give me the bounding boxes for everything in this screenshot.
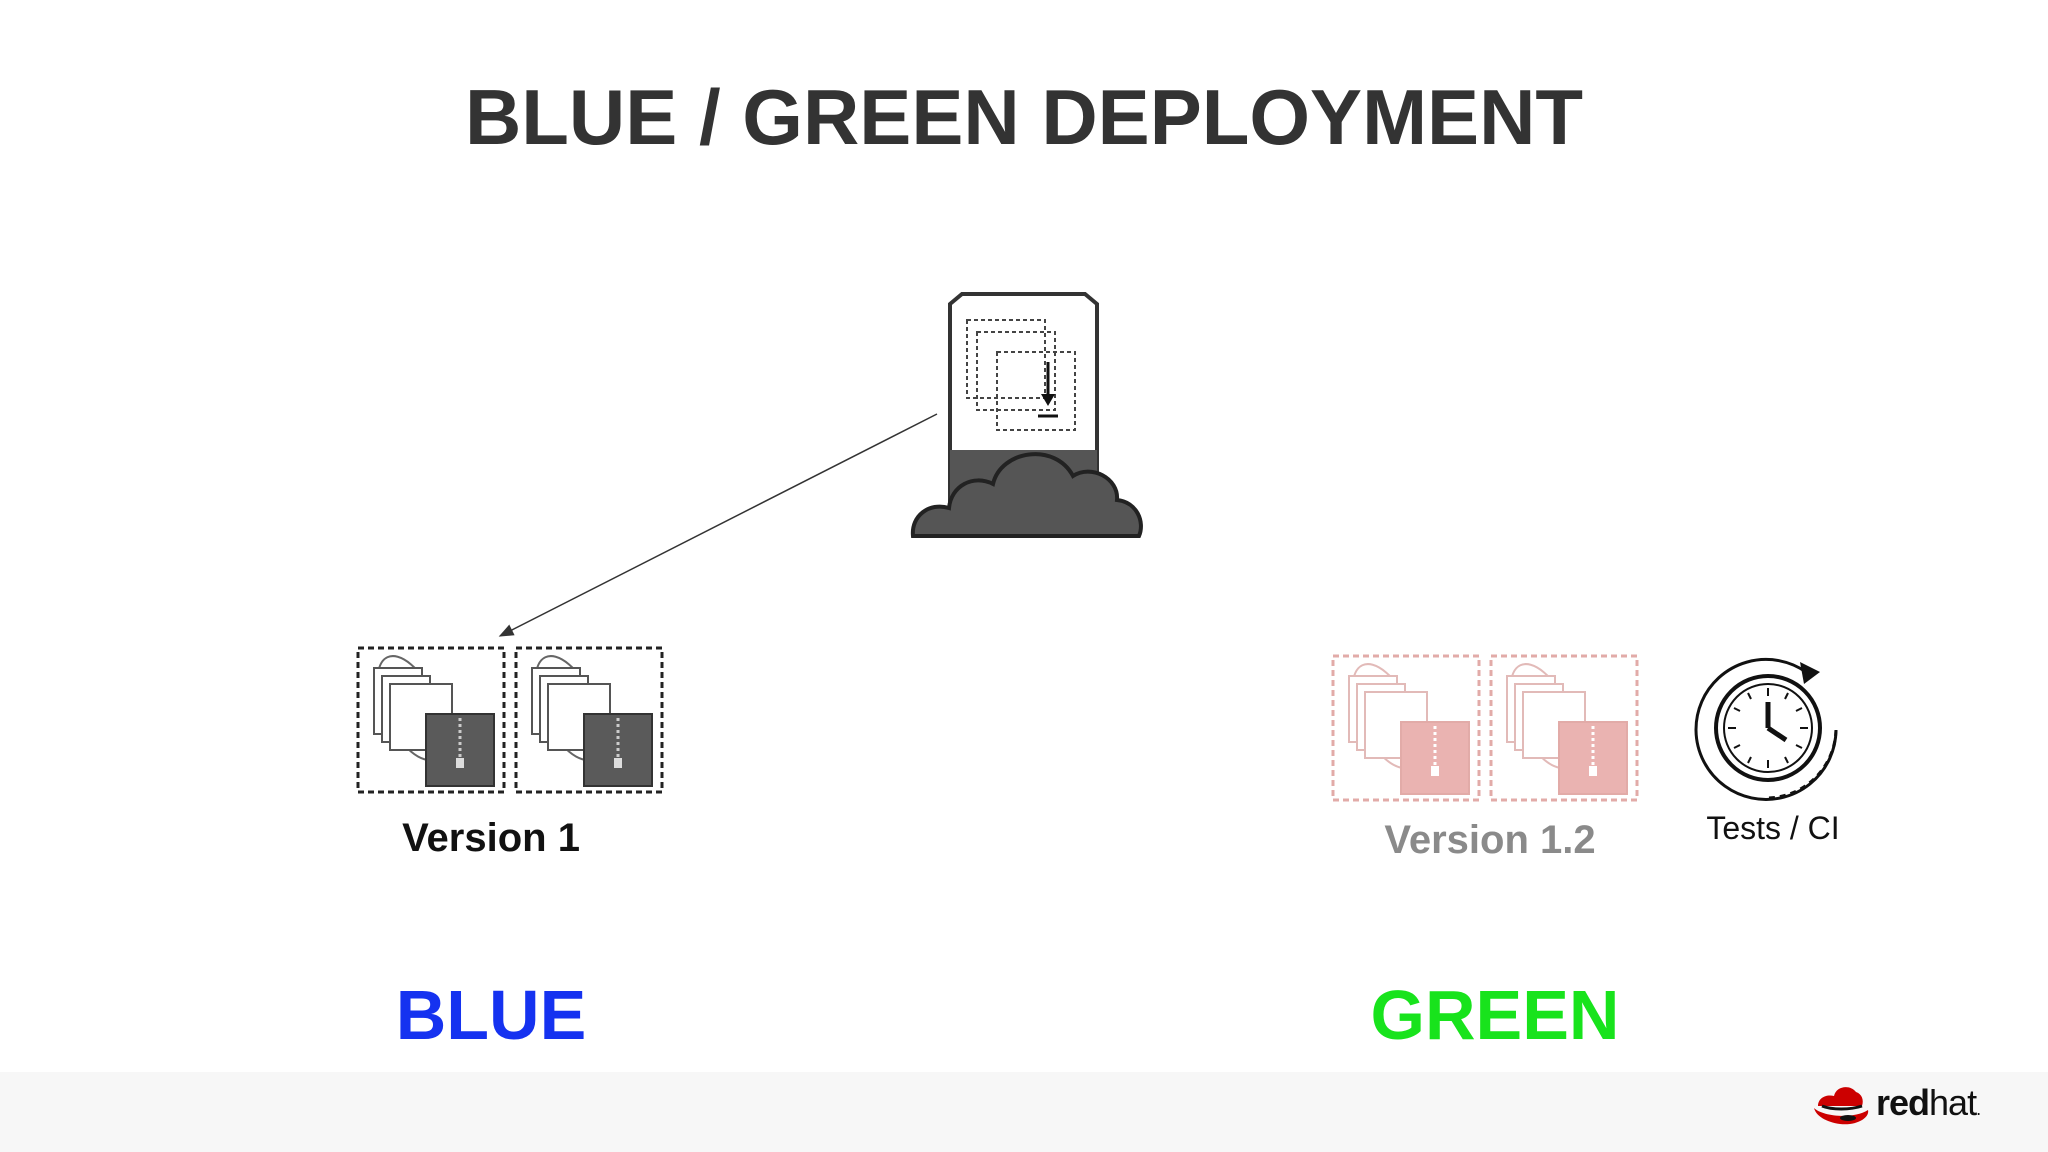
redhat-icon bbox=[1814, 1087, 1869, 1125]
footer-band bbox=[0, 1072, 2048, 1152]
app-container-icon bbox=[1489, 654, 1639, 802]
clock-icon bbox=[1694, 657, 1838, 801]
logo-text-bold: red bbox=[1876, 1082, 1930, 1123]
green-version-label: Version 1.2 bbox=[1384, 818, 1596, 862]
blue-env-label: BLUE bbox=[395, 976, 587, 1054]
cloud-router-icon bbox=[910, 292, 1143, 538]
app-container-icon bbox=[514, 646, 664, 794]
tests-ci-label: Tests / CI bbox=[1706, 810, 1840, 846]
app-container-icon bbox=[1331, 654, 1481, 802]
app-container-icon bbox=[356, 646, 506, 794]
logo-trademark: . bbox=[1976, 1099, 1981, 1119]
logo-text-light: hat bbox=[1929, 1082, 1977, 1123]
green-env-label: GREEN bbox=[1370, 976, 1620, 1054]
blue-version-label: Version 1 bbox=[402, 816, 580, 860]
redhat-logo: redhat. bbox=[1812, 1078, 1981, 1128]
page-title: BLUE / GREEN DEPLOYMENT bbox=[464, 73, 1584, 161]
